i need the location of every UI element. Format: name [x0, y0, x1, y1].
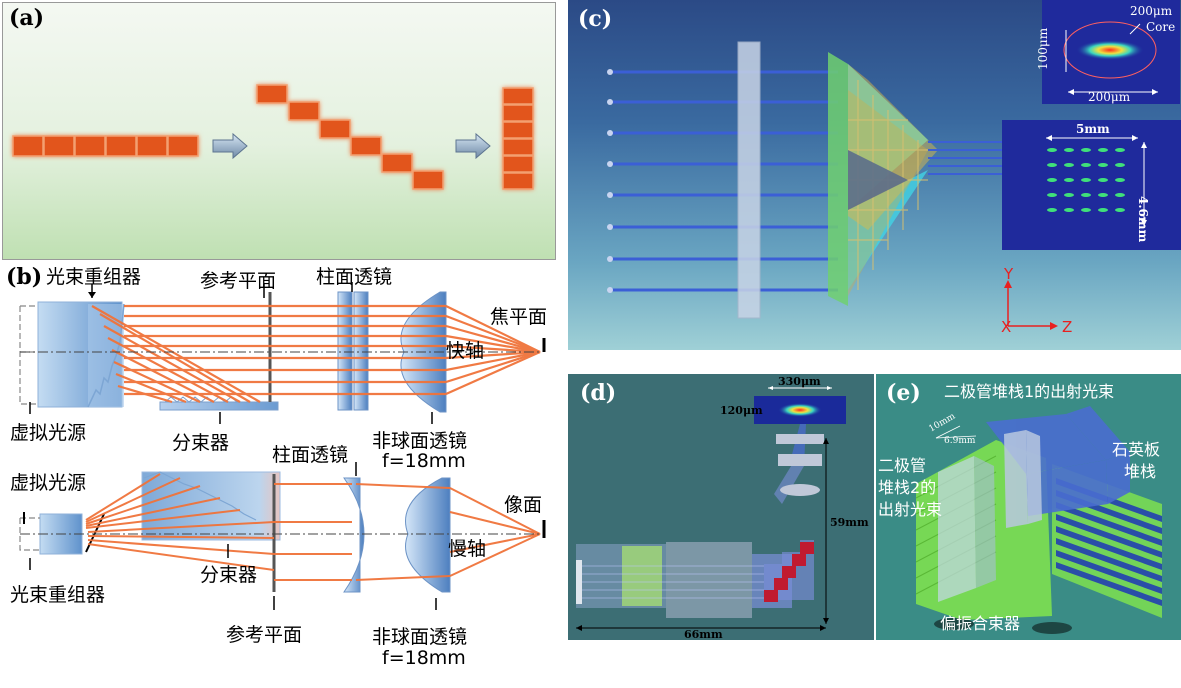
panel-e: (e) 二极管堆栈1的出射光束 二极管 堆栈2的 出射光束 石英板 堆栈 偏振合…	[876, 374, 1181, 640]
label-cylindrical-lens-top: 柱面透镜	[316, 266, 393, 288]
stack2-beam-label-3: 出射光束	[878, 500, 943, 519]
axis-y-label: Y	[1004, 265, 1014, 283]
label-cylindrical-lens-bottom: 柱面透镜	[272, 444, 349, 466]
label-focal-length-top: f=18mm	[382, 450, 466, 472]
emitter-stack	[502, 87, 534, 190]
label-image-plane: 像面	[504, 494, 543, 516]
inset-top-height: 100μm	[1036, 27, 1050, 70]
label-beam-reorganizer-bottom: 光束重组器	[10, 584, 106, 606]
stack1-beam-label: 二极管堆栈1的出射光束	[944, 382, 1115, 401]
dim-6p9mm: 6.9mm	[944, 436, 976, 446]
stack2-beam-label-2: 堆栈2的	[878, 478, 937, 497]
label-fast-axis: 快轴	[446, 340, 485, 362]
label-beam-splitter-top: 分束器	[172, 432, 230, 454]
inset-right-width: 5mm	[1076, 122, 1110, 136]
spot-height: 120μm	[720, 404, 763, 417]
panel-b-label: (b)	[6, 264, 43, 290]
panel-c-label: (c)	[578, 6, 613, 32]
panel-a-label: (a)	[9, 5, 45, 31]
quartz-plate-label-2: 堆栈	[1124, 462, 1157, 481]
inset-top-bottom: 200μm	[1088, 90, 1131, 104]
panel-a: (a)	[2, 2, 556, 260]
arrow-icon	[212, 132, 248, 160]
length-dimension: 66mm	[684, 628, 723, 640]
panel-d: (d) 330μm 120μm 59mm 66mm	[568, 374, 874, 640]
arrow-icon	[455, 132, 491, 160]
label-aspheric-lens-top: 非球面透镜	[372, 430, 468, 452]
stack2-beam-label-1: 二极管	[878, 456, 927, 475]
combiner-label: 偏振合束器	[940, 614, 1021, 633]
panel-b: (b) 光束重组器 参考平面 柱面透镜 焦平面 快轴 虚拟光源 分束器 非球面透…	[0, 262, 566, 688]
panel-e-label: (e)	[886, 380, 921, 406]
axis-z-label: Z	[1062, 318, 1073, 336]
label-beam-reorganizer-top: 光束重组器	[46, 266, 142, 288]
label-reference-plane-top: 参考平面	[200, 270, 277, 292]
emitter-row	[12, 135, 199, 157]
quartz-plate-label-1: 石英板	[1112, 440, 1161, 459]
panel-e-drawing	[915, 406, 1162, 634]
label-beam-splitter-bottom: 分束器	[200, 564, 258, 586]
panel-a-drawing	[12, 84, 534, 190]
spot-width: 330μm	[778, 375, 821, 388]
panel-d-drawing	[576, 386, 846, 631]
panel-c-drawing	[607, 0, 1181, 330]
label-reference-plane-bottom: 参考平面	[226, 624, 303, 646]
panel-c: (c) 200μm Core 100μm 200μm 5mm 4.6mm Y X…	[568, 0, 1181, 350]
label-focal-plane: 焦平面	[490, 306, 548, 328]
label-slow-axis: 慢轴	[448, 538, 487, 560]
label-focal-length-bottom: f=18mm	[382, 647, 466, 669]
label-aspheric-lens-bottom: 非球面透镜	[372, 626, 468, 648]
height-dimension: 59mm	[830, 516, 869, 529]
label-virtual-source-top: 虚拟光源	[10, 422, 87, 444]
inset-right-height: 4.6mm	[1136, 196, 1150, 243]
panel-b-drawing	[19, 282, 546, 610]
label-virtual-source-bottom: 虚拟光源	[10, 472, 87, 494]
emitter-staircase	[256, 84, 444, 190]
inset-top-core: Core	[1146, 20, 1176, 34]
panel-d-label: (d)	[580, 380, 617, 406]
axis-x-label: X	[1001, 318, 1012, 336]
inset-top-width: 200μm	[1130, 4, 1173, 18]
